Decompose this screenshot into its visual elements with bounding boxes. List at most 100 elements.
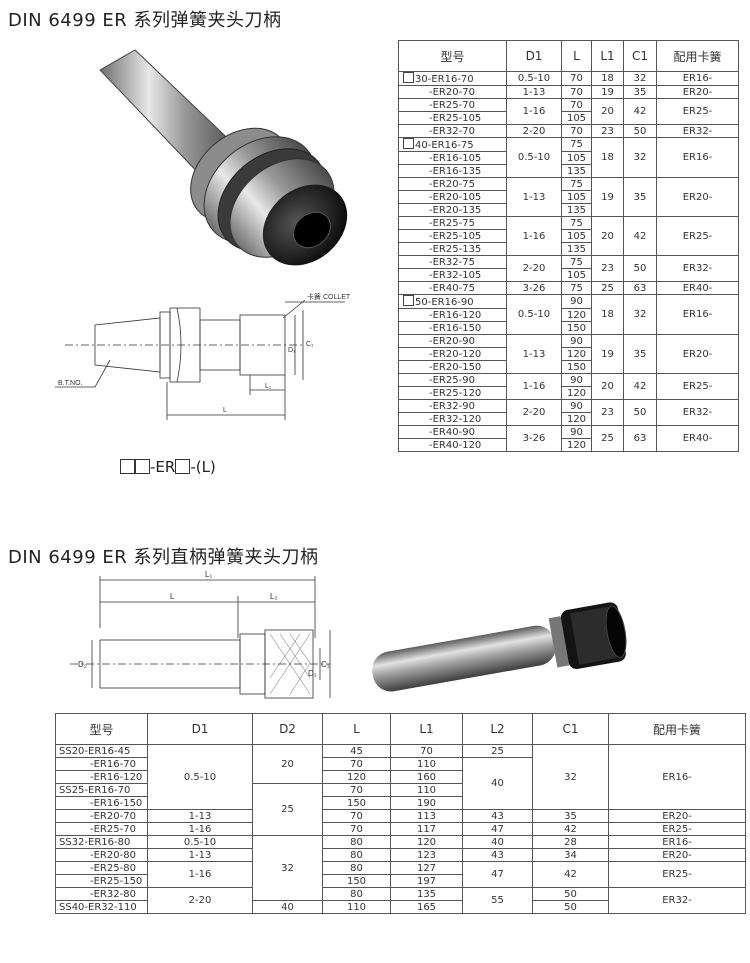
- collet-cell: ER20-: [608, 809, 746, 823]
- l-cell: 70: [561, 98, 592, 112]
- dim-d2: D₂: [78, 660, 87, 669]
- l1-cell: 20: [591, 98, 624, 125]
- d1-cell: 2-20: [506, 399, 562, 426]
- header-d2: D2: [252, 713, 323, 745]
- c1-cell: 28: [532, 835, 609, 849]
- l-cell: 80: [322, 835, 391, 849]
- header-l1: L1: [591, 40, 624, 72]
- collet-cell: ER25-: [608, 822, 746, 836]
- l1-cell: 20: [591, 216, 624, 256]
- d1-cell: 0.5-10: [506, 294, 562, 335]
- collet-cell: ER16-: [656, 71, 739, 86]
- collet-cell: ER16-: [656, 137, 739, 178]
- c1-cell: 35: [623, 85, 657, 99]
- l1-cell: 23: [591, 255, 624, 282]
- collet-cell: ER20-: [656, 334, 739, 374]
- d1-cell: 1-13: [147, 848, 253, 862]
- model-cell: -ER16-105: [398, 151, 507, 165]
- c1-cell: 35: [532, 809, 609, 823]
- collet-cell: ER25-: [656, 216, 739, 256]
- d1-cell: 2-20: [506, 124, 562, 138]
- l2-cell: 40: [462, 835, 533, 849]
- l1-cell: 165: [390, 900, 463, 914]
- collet-cell: ER40-: [656, 281, 739, 295]
- l2-cell: 55: [462, 887, 533, 914]
- c1-cell: 63: [623, 281, 657, 295]
- l-cell: 120: [561, 347, 592, 361]
- header-l2: L2: [462, 713, 533, 745]
- d1-cell: 2-20: [147, 887, 253, 914]
- model-cell: -ER32-75: [398, 255, 507, 269]
- l1-cell: 70: [390, 744, 463, 758]
- model-cell: -ER16-150: [398, 321, 507, 335]
- l-cell: 75: [561, 255, 592, 269]
- l-cell: 105: [561, 268, 592, 282]
- collet-cell: ER16-: [608, 835, 746, 849]
- l2-cell: 47: [462, 861, 533, 888]
- collet-cell: ER32-: [656, 399, 739, 426]
- tool-holder-photo: [99, 49, 348, 266]
- tool-holder-drawing: 卡簧 COLLET B.T.NO. L L₁ D₁ C₁: [55, 292, 351, 420]
- collet-cell: ER20-: [656, 177, 739, 217]
- l-cell: 120: [561, 308, 592, 322]
- l2-cell: 25: [462, 744, 533, 758]
- straight-shank-photo: [372, 602, 627, 692]
- d1-cell: 0.5-10: [506, 71, 562, 86]
- header-d1: D1: [147, 713, 253, 745]
- model-cell: -ER16-70: [55, 757, 148, 771]
- l-cell: 70: [561, 71, 592, 86]
- model-cell: -ER40-120: [398, 438, 507, 452]
- model-cell: -ER20-135: [398, 203, 507, 217]
- header-l: L: [561, 40, 592, 72]
- model-cell: -ER25-80: [55, 861, 148, 875]
- c1-cell: 32: [623, 294, 657, 335]
- l1-cell: 18: [591, 294, 624, 335]
- model-cell: -ER32-90: [398, 399, 507, 413]
- d1-cell: 1-13: [506, 85, 562, 99]
- l-cell: 45: [322, 744, 391, 758]
- model-cell: -ER32-120: [398, 412, 507, 426]
- l-cell: 70: [322, 822, 391, 836]
- d1-cell: 1-13: [147, 809, 253, 823]
- collet-cell: ER25-: [656, 98, 739, 125]
- model-cell: -ER20-120: [398, 347, 507, 361]
- model-cell: -ER16-135: [398, 164, 507, 178]
- l-cell: 110: [322, 900, 391, 914]
- d2-cell: 25: [252, 783, 323, 836]
- btno-label: B.T.NO.: [58, 380, 83, 387]
- l-cell: 90: [561, 399, 592, 413]
- l-cell: 120: [561, 386, 592, 400]
- d1-cell: 0.5-10: [506, 137, 562, 178]
- l-cell: 75: [561, 137, 592, 152]
- d1-cell: 0.5-10: [147, 744, 253, 810]
- l-cell: 135: [561, 242, 592, 256]
- l1-cell: 123: [390, 848, 463, 862]
- model-cell: -ER32-70: [398, 124, 507, 138]
- header-l1: L1: [390, 713, 463, 745]
- model-cell: -ER25-150: [55, 874, 148, 888]
- model-cell: 50-ER16-90: [398, 294, 507, 309]
- l-cell: 105: [561, 111, 592, 125]
- model-cell: -ER25-90: [398, 373, 507, 387]
- model-cell: -ER20-75: [398, 177, 507, 191]
- l1-cell: 120: [390, 835, 463, 849]
- c1-cell: 42: [623, 98, 657, 125]
- l-cell: 150: [561, 321, 592, 335]
- model-cell: SS20-ER16-45: [55, 744, 148, 758]
- c1-cell: 50: [532, 887, 609, 901]
- c1-cell: 42: [623, 373, 657, 400]
- c1-cell: 32: [623, 137, 657, 178]
- model-cell: SS32-ER16-80: [55, 835, 148, 849]
- d1-cell: 3-26: [506, 281, 562, 295]
- header-c1: C1: [623, 40, 657, 72]
- l2-cell: 43: [462, 809, 533, 823]
- l-cell: 105: [561, 229, 592, 243]
- model-cell: -ER20-80: [55, 848, 148, 862]
- collet-cell: ER20-: [608, 848, 746, 862]
- dim-c1: C₁: [306, 341, 314, 348]
- dim-d1: D₁: [308, 669, 317, 678]
- model-cell: -ER25-75: [398, 216, 507, 230]
- model-cell: 30-ER16-70: [398, 71, 507, 86]
- model-cell: -ER40-75: [398, 281, 507, 295]
